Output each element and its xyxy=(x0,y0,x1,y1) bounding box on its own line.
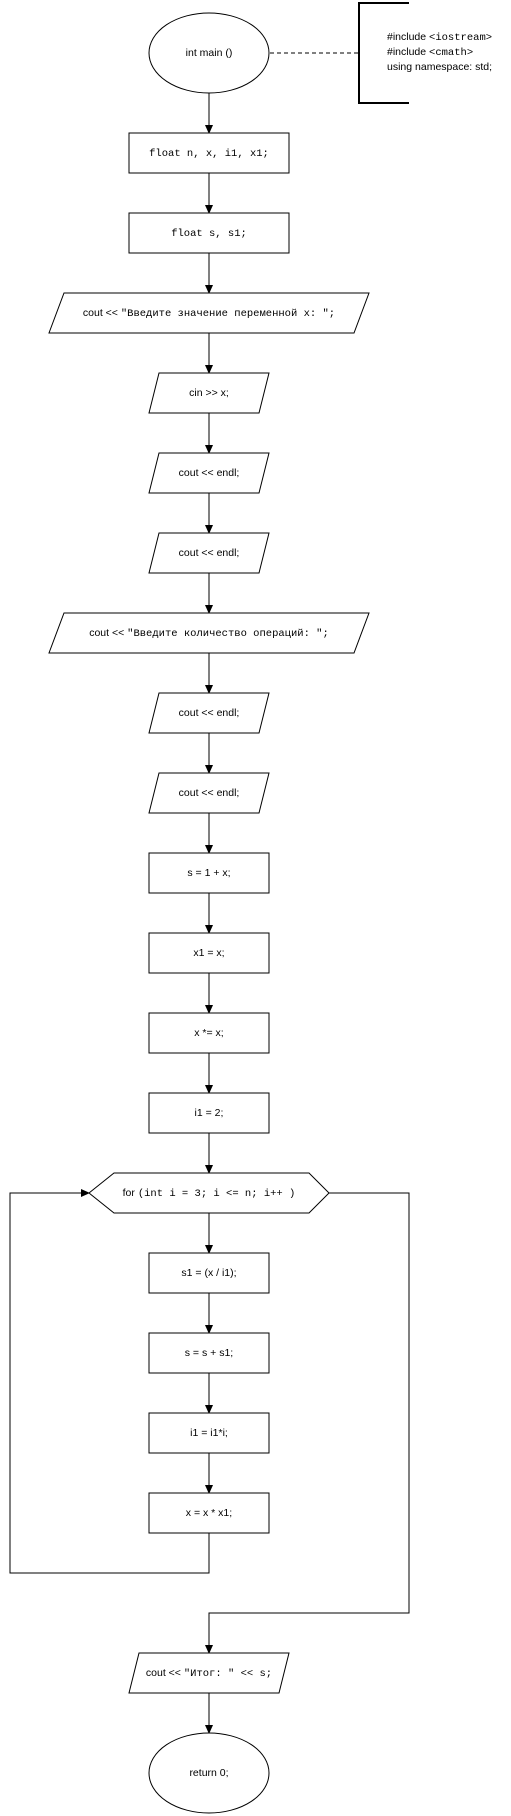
process-decl2 xyxy=(128,212,290,254)
process-i1-update xyxy=(148,1412,270,1454)
io-cin-x xyxy=(148,372,270,414)
loop-prefix: for xyxy=(123,1187,138,1199)
start-terminator xyxy=(148,12,270,94)
s1-assign-label: s1 = (x / i1); xyxy=(181,1267,236,1279)
io-prompt-x xyxy=(48,292,370,334)
end-terminator xyxy=(148,1732,270,1814)
i1-update-label: i1 = i1*i; xyxy=(190,1427,228,1439)
cin-x-label: cin >> x; xyxy=(189,387,229,399)
prompt-x-text: "Введите значение переменной x: "; xyxy=(121,308,335,320)
io-endl-3 xyxy=(148,692,270,734)
start-label: int main () xyxy=(186,47,233,59)
result-text: "Итог: " << s; xyxy=(184,1668,272,1680)
prompt-x-label: cout << "Введите значение переменной x: … xyxy=(83,307,335,320)
include-line-3: using namespace: std; xyxy=(387,61,492,73)
loop-label: for (int i = 3; i <= n; i++ ) xyxy=(123,1187,296,1200)
loop-text: (int i = 3; i <= n; i++ ) xyxy=(138,1188,296,1200)
x1-assign-label: x1 = x; xyxy=(193,947,224,959)
x-update-label: x = x * x1; xyxy=(186,1507,232,1519)
loop-exit-arrow xyxy=(205,1192,410,1654)
endl-3-label: cout << endl; xyxy=(179,707,240,719)
prompt-n-text: "Введите количество операций: "; xyxy=(127,628,329,640)
x-square-label: x *= x; xyxy=(194,1027,223,1039)
decl2-label: float s, s1; xyxy=(171,228,247,240)
result-label: cout << "Итог: " << s; xyxy=(146,1667,272,1680)
loop-back-arrow xyxy=(9,1189,210,1574)
s-accum-label: s = s + s1; xyxy=(185,1347,233,1359)
process-x-square xyxy=(148,1012,270,1054)
process-x-update xyxy=(148,1492,270,1534)
i1-init-label: i1 = 2; xyxy=(195,1107,224,1119)
io-prompt-n xyxy=(48,612,370,654)
process-i1-init xyxy=(148,1092,270,1134)
process-decl1 xyxy=(128,132,290,174)
endl-1-label: cout << endl; xyxy=(179,467,240,479)
decl1-label: float n, x, i1, x1; xyxy=(149,148,269,160)
io-endl-1 xyxy=(148,452,270,494)
include-line-1-text: <iostream> xyxy=(429,32,492,44)
s-init-label: s = 1 + x; xyxy=(187,867,230,879)
endl-2-label: cout << endl; xyxy=(179,547,240,559)
process-s-init xyxy=(148,852,270,894)
process-x1-assign xyxy=(148,932,270,974)
process-s1-assign xyxy=(148,1252,270,1294)
io-result xyxy=(128,1652,290,1694)
include-line-2: #include <cmath> xyxy=(387,46,473,59)
prompt-x-prefix: cout << xyxy=(83,307,121,319)
include-line-1: #include <iostream> xyxy=(387,31,492,44)
io-endl-2 xyxy=(148,532,270,574)
endl-4-label: cout << endl; xyxy=(179,787,240,799)
end-label: return 0; xyxy=(189,1767,228,1779)
loop-hexagon xyxy=(88,1172,330,1214)
prompt-n-prefix: cout << xyxy=(89,627,127,639)
annotation-bracket xyxy=(358,2,409,104)
prompt-n-label: cout << "Введите количество операций: "; xyxy=(89,627,329,640)
io-endl-4 xyxy=(148,772,270,814)
result-prefix: cout << xyxy=(146,1667,184,1679)
process-s-accum xyxy=(148,1332,270,1374)
